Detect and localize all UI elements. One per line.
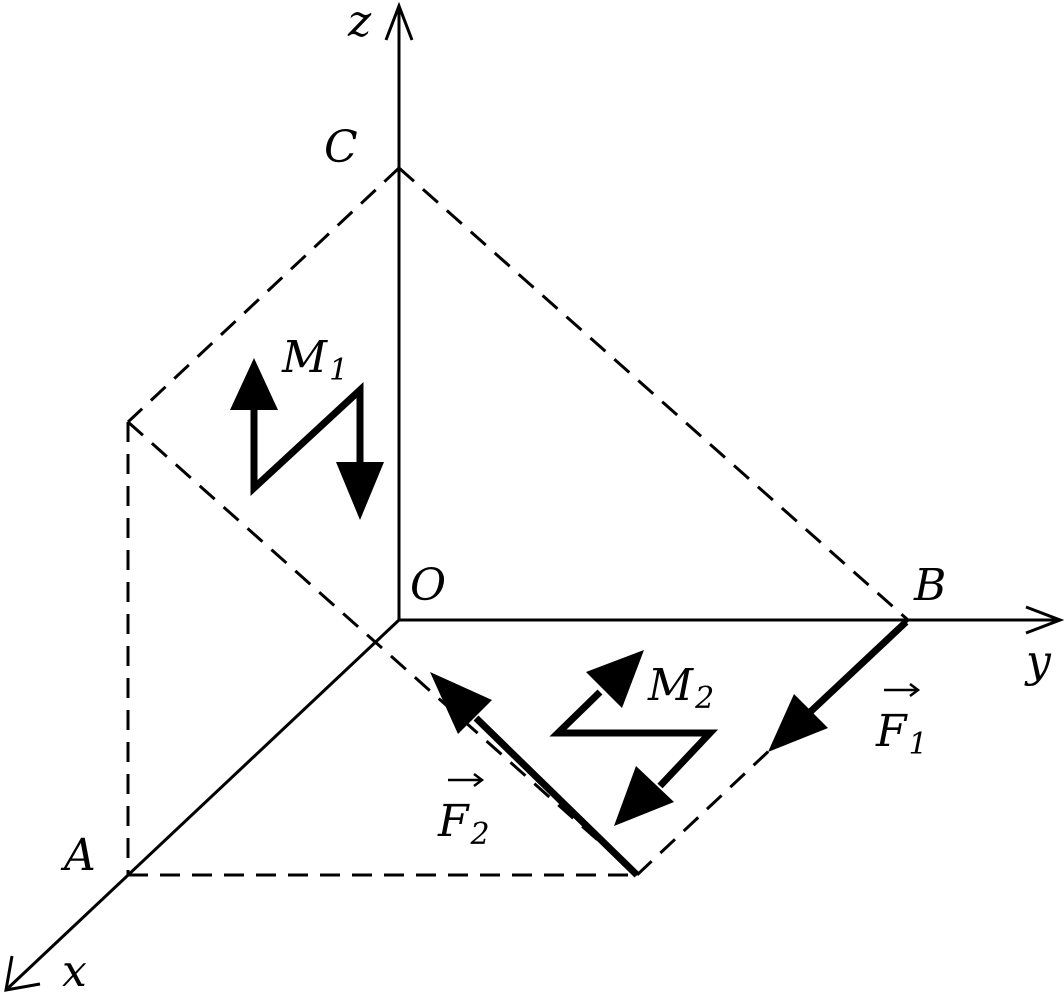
moment-m1-arrow-down — [336, 462, 384, 520]
edge-top-left-diagonal — [127, 420, 638, 877]
x-axis-arrow — [4, 955, 41, 992]
moment-m2-label: M2 — [647, 660, 714, 716]
force-f1-text: F1 — [875, 706, 928, 762]
y-axis-arrow — [1025, 605, 1064, 635]
axes — [4, 1, 1064, 992]
force-f2-text: F2 — [437, 796, 490, 852]
moment-m1-sub: 1 — [329, 353, 348, 388]
force-f1-label: F1 — [875, 683, 928, 762]
f2-vector-arrow-icon — [473, 773, 485, 787]
moment-m1-base: M — [281, 332, 328, 383]
point-b-label: B — [913, 560, 946, 611]
moment-m1-label: M1 — [281, 332, 348, 388]
point-o-label: O — [410, 560, 446, 611]
point-c-label: C — [324, 122, 358, 173]
force-f1-sub: 1 — [909, 727, 928, 762]
moment-m2-base: M — [647, 660, 694, 711]
force-f2-shaft — [473, 715, 640, 878]
moment-m1-arrow-up — [230, 358, 278, 410]
force-f2 — [430, 672, 640, 878]
force-f2-label: F2 — [437, 773, 490, 852]
moment-labels: M1 M2 — [281, 332, 714, 716]
moment-m2-path — [549, 689, 719, 789]
moment-m2 — [549, 650, 719, 826]
force-f1 — [768, 619, 909, 752]
force-f2-arrowhead — [430, 672, 492, 734]
f1-vector-arrow-icon — [909, 683, 921, 697]
force-f1-base: F — [875, 706, 908, 757]
labels: z y x C O B A — [60, 0, 1052, 996]
moment-m2-arrow-upright — [586, 650, 644, 708]
y-axis-label: y — [1024, 636, 1052, 687]
z-axis-label: z — [347, 0, 372, 47]
force-f1-shaft — [805, 619, 909, 717]
force-f2-sub: 2 — [470, 817, 490, 852]
edge-c-b — [398, 166, 909, 622]
force-labels: F1 F2 — [437, 683, 928, 852]
force-f2-base: F — [437, 796, 470, 847]
moment-m2-sub: 2 — [694, 681, 714, 716]
point-a-label: A — [60, 830, 96, 881]
moment-m1-path — [250, 381, 364, 497]
force-f1-arrowhead — [768, 694, 828, 752]
moment-m2-arrow-downleft — [614, 766, 674, 826]
moment-m1 — [230, 358, 384, 520]
x-axis-label: x — [62, 946, 87, 996]
z-axis-arrow — [384, 1, 414, 41]
x-axis — [4, 618, 401, 992]
dashed-edges — [126, 166, 910, 877]
